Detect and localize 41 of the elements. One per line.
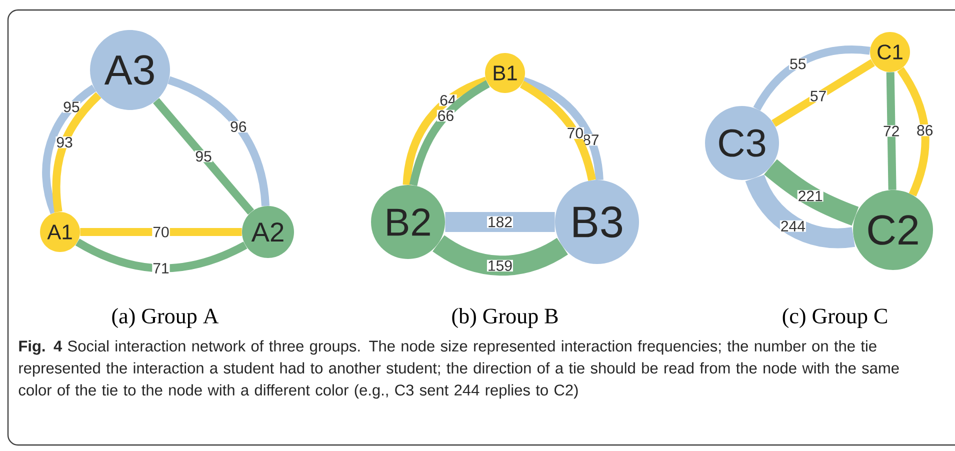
tie <box>522 77 604 180</box>
edge-label: 182 <box>487 216 514 228</box>
panel-label: (c) Group C <box>782 308 887 328</box>
tie <box>80 228 242 236</box>
network-node: B1 <box>485 53 525 93</box>
edge-label: 70 <box>566 127 584 139</box>
tie <box>52 92 102 212</box>
tie <box>746 174 854 248</box>
network-node: C3 <box>705 106 779 180</box>
edge-label: 95 <box>62 101 80 113</box>
network-node: A2 <box>242 206 294 258</box>
edge-label: 93 <box>56 136 74 148</box>
tie <box>520 80 596 181</box>
tie <box>76 238 248 272</box>
edge-label: 221 <box>797 190 824 202</box>
edge-label: 57 <box>809 90 828 102</box>
tie <box>42 84 96 214</box>
edge-label: 95 <box>194 150 212 162</box>
caption: Fig. 4 Social interaction network of three groups. The node size represented interaction frequencies; the number on the tie represented the interaction a student had to another student; the direction of a tie should be read from the node with the same color of the tie to the node with a different color (e.g., C3 sent 244 replies to C2) <box>18 340 899 399</box>
tie <box>764 159 859 226</box>
tie <box>445 212 555 232</box>
tie <box>897 67 930 196</box>
tie <box>153 98 254 215</box>
network-node: A1 <box>40 212 80 252</box>
network-node: C1 <box>870 32 910 72</box>
network-node: C2 <box>853 190 933 270</box>
network-node: B3 <box>555 180 639 264</box>
edge-label: 72 <box>882 125 900 137</box>
edge-label: 86 <box>916 124 934 136</box>
edge-label: 71 <box>152 262 170 274</box>
edge-label: 55 <box>789 58 807 70</box>
panel-label: (b) Group B <box>452 308 558 328</box>
network-node: A3 <box>90 30 170 110</box>
network-node: B2 <box>371 185 445 259</box>
edge-label: 96 <box>230 120 248 133</box>
tie <box>886 72 896 190</box>
tie <box>772 59 875 127</box>
panel-label: (a) Group A <box>112 308 219 328</box>
tie <box>168 76 270 206</box>
edge-label: 70 <box>152 226 170 238</box>
tie <box>753 46 870 111</box>
